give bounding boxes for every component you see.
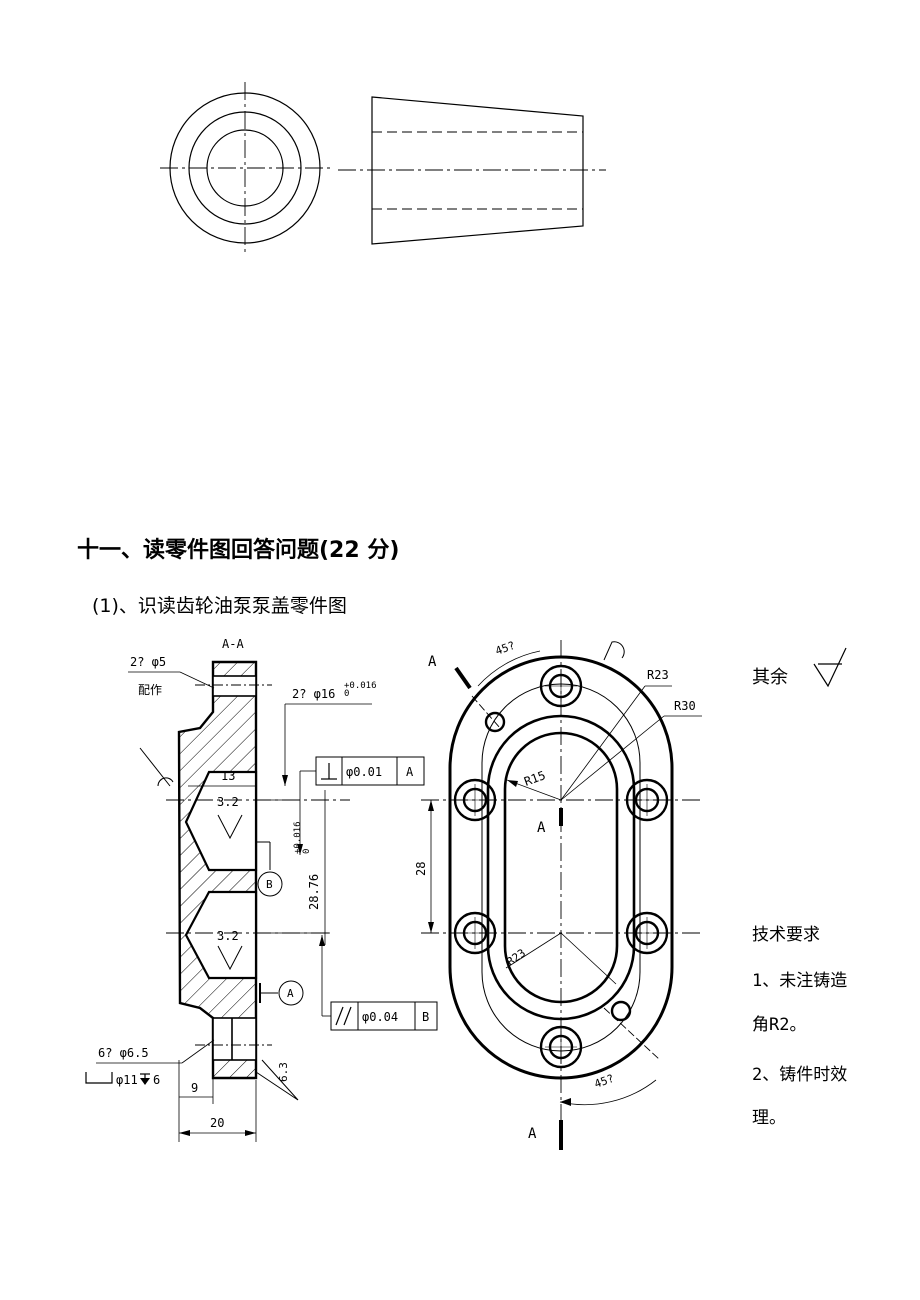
dim-center-upper: +0.016 (293, 821, 303, 854)
tech-req-line-2: 角R2。 (752, 1015, 807, 1035)
front-view (421, 640, 702, 1150)
roughness-1: 3.2 (217, 795, 239, 809)
general-roughness-symbol (813, 647, 847, 688)
angle-bottom: 45? (593, 1072, 616, 1091)
roughness-2: 3.2 (217, 929, 239, 943)
angle-top: 45? (494, 639, 517, 658)
tech-req-line-4: 理。 (752, 1108, 786, 1128)
datum-a: A (287, 987, 294, 1000)
question-heading: 十一、读零件图回答问题(22 分) (77, 538, 400, 563)
roughness-note: 其余 (752, 667, 788, 688)
roughness-3: 6.3 (277, 1062, 290, 1082)
dim-center-lower: 0 (302, 849, 312, 854)
dim-28: 28 (414, 862, 428, 876)
dim-counterbore: φ11 (116, 1073, 138, 1087)
top-cone-view (338, 96, 606, 245)
question-subheading: (1)、识读齿轮油泵泵盖零件图 (92, 595, 347, 617)
fcf-perp-tol: φ0.01 (346, 765, 382, 779)
tech-req-title: 技术要求 (752, 925, 820, 945)
tech-req-line-3: 2、铸件时效 (752, 1065, 848, 1085)
tech-req-line-1: 1、未注铸造 (752, 971, 848, 991)
datum-b: B (266, 878, 273, 891)
dim-bore-upper: +0.016 (344, 681, 377, 691)
section-mark-1: A (428, 654, 437, 670)
dim-9: 9 (191, 1081, 198, 1095)
dim-r30: R30 (674, 699, 696, 713)
fcf-par-tol: φ0.04 (362, 1010, 398, 1024)
dim-r23a: R23 (647, 668, 669, 682)
dim-13: 13 (221, 769, 235, 783)
top-circle-view (160, 82, 332, 254)
fcf-perp-datum: A (406, 765, 414, 779)
section-mark-2: A (537, 820, 546, 836)
section-view: A-A 3.2 3.2 6.3 13 2? φ5 配作 (85, 637, 438, 1142)
dim-bore-lower: 0 (344, 689, 349, 699)
section-title: A-A (222, 637, 244, 651)
dim-holes: 6? φ6.5 (98, 1046, 149, 1060)
fcf-par-datum: B (422, 1010, 429, 1024)
front-view-labels: A A A R23 R30 R15 R23 28 45? 45? (414, 639, 696, 1142)
pin-note: 配作 (138, 683, 162, 697)
dim-center-dist: 28.76 (307, 874, 321, 910)
section-mark-3: A (528, 1126, 537, 1142)
dim-bore: 2? φ16 (292, 687, 335, 701)
dim-cb-depth: 6 (153, 1073, 160, 1087)
dim-20: 20 (210, 1116, 224, 1130)
dim-pin-holes: 2? φ5 (130, 655, 166, 669)
dim-r15: R15 (522, 768, 547, 789)
